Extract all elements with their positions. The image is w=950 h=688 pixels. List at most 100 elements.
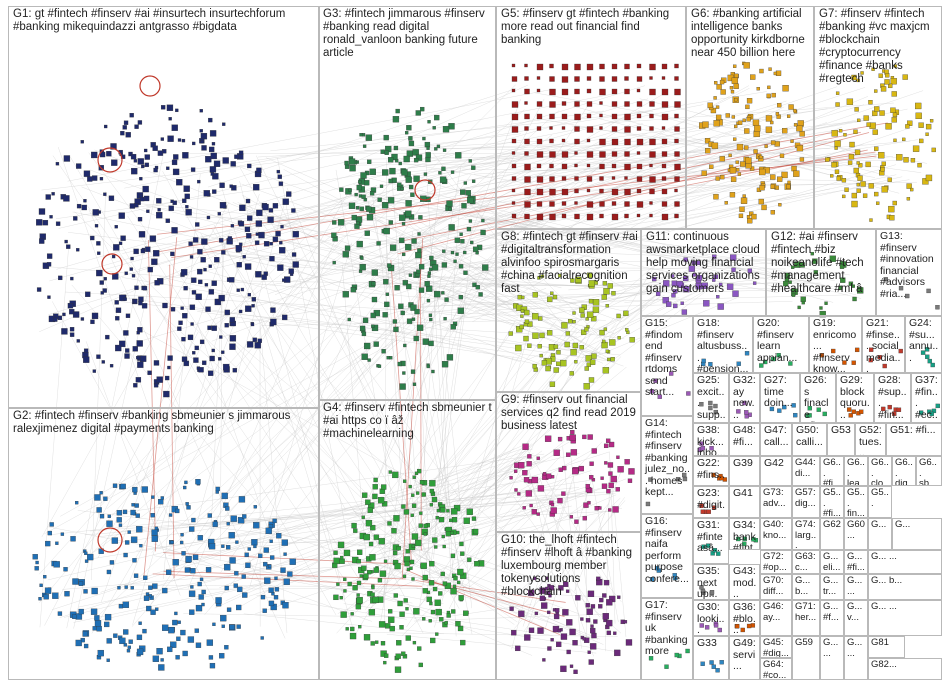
node-g4 xyxy=(378,621,386,628)
node-g5 xyxy=(636,63,642,69)
node-g1 xyxy=(156,212,163,219)
node-g5 xyxy=(586,88,592,94)
node-g2 xyxy=(150,513,155,518)
node-g3 xyxy=(393,326,399,333)
edge xyxy=(432,152,593,367)
edge xyxy=(241,194,465,506)
node-g1 xyxy=(102,288,107,293)
node-g4 xyxy=(373,567,379,573)
node-g2 xyxy=(228,532,235,539)
edge xyxy=(137,123,643,270)
node-g4 xyxy=(471,516,477,521)
edge xyxy=(185,216,383,222)
node-g1 xyxy=(162,302,168,309)
edge xyxy=(46,266,538,308)
node-g2 xyxy=(194,628,199,633)
edge xyxy=(366,177,862,299)
node-g3 xyxy=(398,161,402,166)
node-g1 xyxy=(227,236,233,241)
group-g6x1: G6... #fi... xyxy=(820,456,844,486)
edge xyxy=(61,561,394,590)
node-g4 xyxy=(340,611,347,618)
node-g4 xyxy=(363,533,370,541)
node-g4 xyxy=(403,598,408,603)
node-g1 xyxy=(165,218,170,223)
node-g2 xyxy=(264,577,271,584)
node-g4 xyxy=(455,621,461,627)
node-g2 xyxy=(38,597,42,601)
node-g1 xyxy=(171,227,178,234)
node-g2 xyxy=(45,540,51,547)
node-g4 xyxy=(408,484,412,489)
node-g1 xyxy=(138,231,146,238)
node-g1 xyxy=(96,241,101,246)
node-g2 xyxy=(120,483,126,490)
node-g1 xyxy=(171,159,178,166)
node-g1 xyxy=(118,212,125,219)
group-label: G50: calli... xyxy=(796,424,823,448)
edge xyxy=(270,264,613,289)
edge xyxy=(368,180,775,244)
node-g1 xyxy=(195,222,200,227)
node-g4 xyxy=(361,515,365,519)
node-g1 xyxy=(199,339,205,345)
node-g1 xyxy=(282,278,286,282)
node-g1 xyxy=(197,268,203,275)
node-g1 xyxy=(263,241,270,247)
node-g1 xyxy=(123,330,129,336)
node-g2 xyxy=(209,662,216,669)
group-label: G5... #fi... xyxy=(823,487,841,518)
node-g1 xyxy=(69,327,75,332)
node-g1 xyxy=(130,256,134,261)
group-label: G5... xyxy=(871,487,889,509)
node-g1 xyxy=(170,307,176,312)
node-g1 xyxy=(201,238,208,245)
group-g38: G38: kick... inbo... xyxy=(693,423,729,456)
node-g5 xyxy=(561,76,569,83)
node-g4 xyxy=(420,562,427,569)
node-g2 xyxy=(234,571,239,576)
node-g2 xyxy=(186,505,191,510)
node-g1 xyxy=(256,167,262,174)
node-g3 xyxy=(432,126,436,130)
node-g5 xyxy=(511,63,516,68)
edge xyxy=(455,192,796,252)
node-g4 xyxy=(361,565,367,571)
node-g4 xyxy=(431,496,438,503)
group-g57: G57: dig... xyxy=(792,486,820,518)
node-g4 xyxy=(409,566,413,570)
node-g3 xyxy=(406,125,412,131)
group-label: G... ... xyxy=(847,575,863,597)
edge xyxy=(72,211,513,304)
group-label: G6: #banking artificial intelligence ban… xyxy=(691,8,805,59)
node-g2 xyxy=(145,592,150,596)
node-g2 xyxy=(283,552,287,556)
node-g3 xyxy=(420,106,425,112)
edge xyxy=(415,124,631,244)
node-g1 xyxy=(210,152,217,160)
node-g2 xyxy=(43,594,49,600)
node-g1 xyxy=(276,169,281,174)
node-g3 xyxy=(423,172,428,176)
group-g73: G73: adv... xyxy=(760,486,792,518)
group-label: G6... sb... xyxy=(919,457,937,486)
node-g1 xyxy=(133,383,138,388)
node-g1 xyxy=(234,154,239,159)
edge xyxy=(607,264,656,341)
node-g4 xyxy=(423,523,428,529)
node-g1 xyxy=(256,209,263,217)
node-g2 xyxy=(104,621,110,628)
node-g3 xyxy=(348,188,352,192)
group-label: G... b... xyxy=(795,575,811,597)
node-g3 xyxy=(406,318,413,324)
node-g5 xyxy=(674,76,679,81)
node-g3 xyxy=(475,284,480,290)
node-g2 xyxy=(238,496,246,503)
edge xyxy=(374,440,565,593)
edge xyxy=(49,501,364,535)
node-g1 xyxy=(251,297,257,302)
node-g4 xyxy=(380,641,386,646)
node-g1 xyxy=(255,220,263,227)
node-g2 xyxy=(168,513,173,517)
